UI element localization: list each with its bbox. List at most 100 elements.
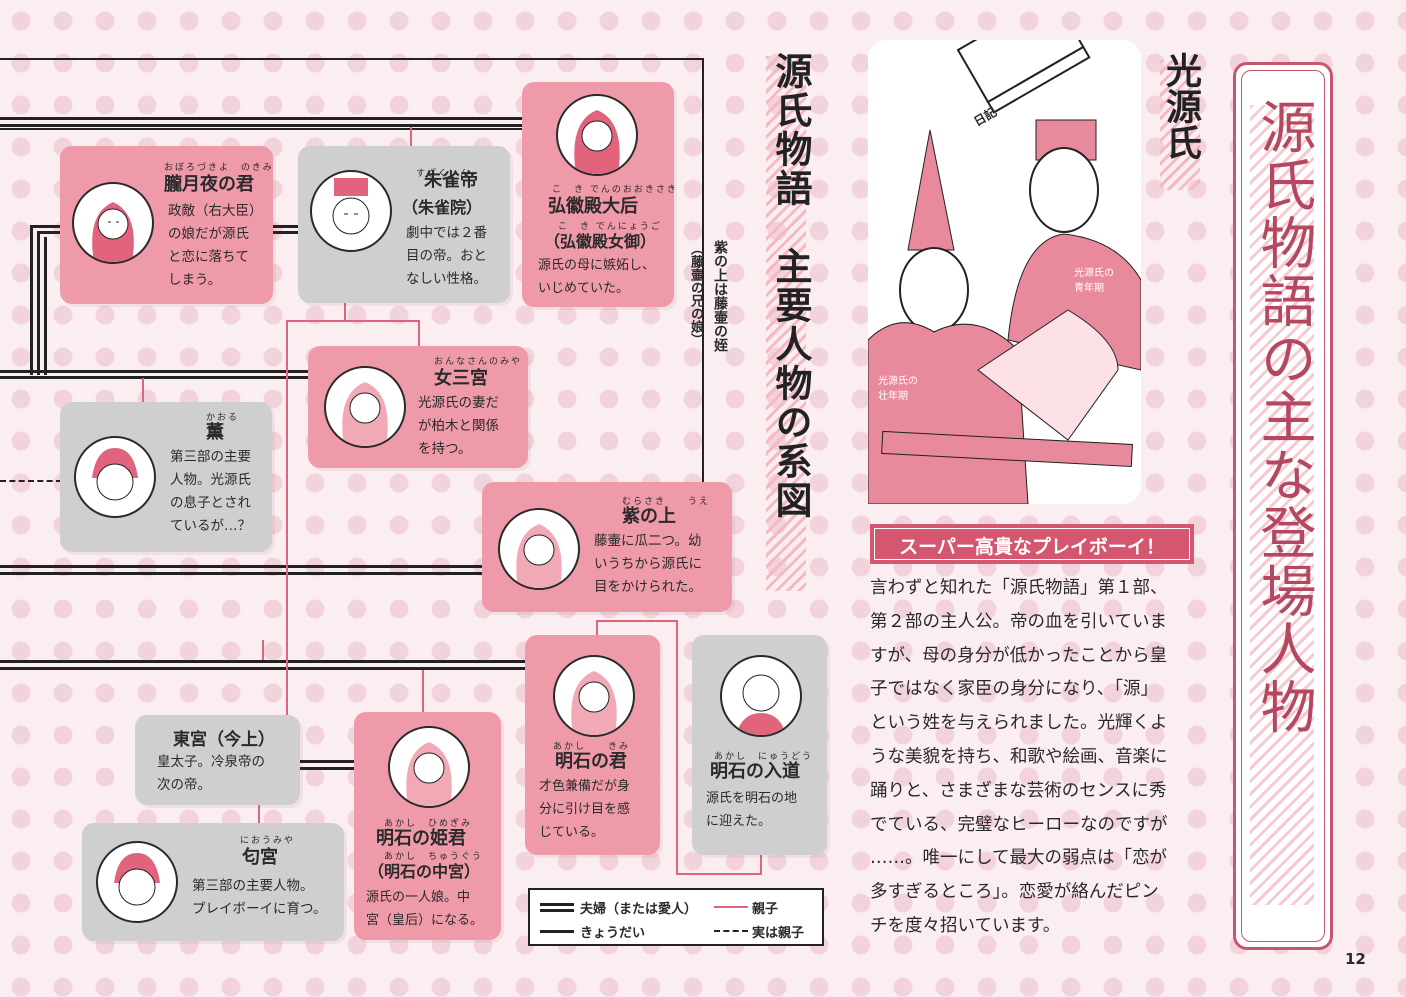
character-desc: 第三部の主要人物。光源氏 の息子とされているが…？: [170, 449, 251, 534]
card-suzaku: すざくいん 朱雀帝 （朱雀院） 劇中では２番目の帝。おと なしい性格。: [298, 146, 510, 303]
parent-line: [676, 620, 678, 875]
character-name: 女三宮: [434, 368, 488, 389]
character-name: 朱雀帝: [424, 170, 478, 191]
parent-line: [344, 300, 346, 320]
parent-line: [410, 127, 412, 149]
tree-line: [702, 58, 704, 508]
name-ruby: すざくいん: [416, 169, 472, 179]
tree-dashed-line: [0, 480, 62, 482]
tree-line: [0, 124, 522, 127]
card-akashi-nyudo: あかし にゅうどう 明石の入道 源氏を明石の地に迎えた。: [692, 635, 827, 855]
illustration-panel: 日記 光源氏の 青年期 光源氏の 壮年期: [867, 0, 1142, 505]
character-alt-name: （明石の中宮）: [368, 862, 481, 881]
portrait-icon: [324, 366, 406, 448]
tree-line: [0, 370, 310, 373]
character-desc: 源氏の一人娘。中宮（皇后）になる。: [366, 890, 484, 928]
page-number: 12: [1345, 950, 1366, 968]
character-name: 紫の上: [622, 506, 676, 527]
parent-line: [596, 620, 598, 635]
parent-line: [258, 805, 260, 823]
main-title: 源氏物語の主な登場人物: [1251, 98, 1316, 736]
legend-couple: 夫婦（または愛人）: [580, 902, 698, 917]
character-alt-name: （朱雀院）: [402, 198, 483, 217]
character-desc: 才色兼備だが身分に引け目を感 じている。: [539, 779, 631, 840]
character-desc: 皇太子。冷泉帝の次の帝。: [157, 754, 265, 793]
subheading: スーパー高貴なプレイボーイ！: [899, 536, 1165, 558]
side-note-sub: （藤壷の兄の娘）: [688, 242, 703, 346]
character-desc: 藤壷に瓜二つ。幼いうちから源氏に 目をかけられた。: [594, 533, 702, 595]
section-title: 光源氏: [1160, 52, 1202, 160]
card-onnasannomiya: おんなさんのみや 女三宮 光源氏の妻だが柏木と関係 を持つ。: [308, 346, 528, 468]
character-name: 薫: [206, 422, 224, 443]
parent-line: [422, 670, 424, 712]
card-oborozukiyo: おぼろづきよ のきみ 朧月夜の君 政敵（右大臣）の娘だが源氏 と恋に落ちてしまう…: [60, 146, 273, 304]
tree-line: [0, 117, 522, 120]
portrait-icon: [72, 182, 154, 264]
card-togu: 東宮（今上） 皇太子。冷泉帝の次の帝。: [135, 715, 300, 805]
name-ruby: こ き でんにょうご: [558, 222, 662, 232]
parent-line: [286, 320, 288, 715]
character-name: 朧月夜の君: [164, 174, 254, 195]
portrait-icon: [96, 841, 178, 923]
tree-line: [272, 225, 300, 228]
name-ruby: こ き でんのおおきさき: [552, 185, 678, 195]
tree-line: [0, 660, 525, 663]
character-desc: 第三部の主要人物。プレイボーイに育つ。: [192, 878, 327, 917]
card-kaoru: かおる 薫 第三部の主要人物。光源氏 の息子とされているが…？: [60, 402, 272, 552]
tree-line: [0, 376, 310, 379]
name-ruby: おぼろづきよ のきみ: [164, 163, 274, 173]
portrait-icon: [720, 655, 802, 737]
chart-title: 源氏物語 主要人物の系図: [769, 52, 813, 520]
character-desc: 源氏の母に嫉妬し、いじめていた。: [538, 258, 656, 296]
name-ruby: あかし ひめぎみ: [384, 819, 473, 829]
card-akashi-kimi: あかし きみ 明石の君 才色兼備だが身分に引け目を感 じている。: [525, 635, 660, 855]
name-ruby: おんなさんのみや: [434, 357, 523, 367]
tree-line: [300, 760, 355, 763]
body-text: 言わずと知れた「源氏物語」第１部、第２部の主人公。帝の血を引いていますが、母の身…: [870, 578, 1168, 936]
tree-line: [30, 225, 33, 375]
character-alt-name: （弘徽殿女御）: [544, 232, 657, 251]
character-name: 東宮（今上）: [173, 730, 275, 750]
parent-line: [286, 320, 419, 322]
character-name: 匂宮: [242, 847, 278, 868]
name-ruby: におうみや: [240, 836, 296, 846]
label-mature: 光源氏の 壮年期: [878, 376, 918, 402]
card-akashi-himegimi: あかし ひめぎみ 明石の姫君 あかし ちゅうぐう （明石の中宮） 源氏の一人娘。…: [354, 712, 501, 940]
legend-box: 夫婦（または愛人） 親子 きょうだい 実は親子: [528, 888, 824, 946]
tree-line: [37, 231, 40, 375]
parent-line: [760, 855, 762, 875]
portrait-icon: [74, 436, 156, 518]
tree-line: [0, 58, 704, 60]
tree-line: [30, 225, 60, 228]
card-murasaki: むらさき うえ 紫の上 藤壷に瓜二つ。幼いうちから源氏に 目をかけられた。: [482, 482, 732, 612]
portrait-icon: [388, 726, 470, 808]
parent-line: [596, 620, 676, 622]
legend-siblings: きょうだい: [580, 926, 646, 941]
portrait-icon: [310, 170, 392, 252]
subheading-banner: スーパー高貴なプレイボーイ！: [870, 524, 1194, 564]
side-note: 紫の上は藤壷の姪: [712, 240, 728, 352]
tree-line: [0, 565, 482, 568]
tree-line: [0, 667, 525, 670]
character-desc: 政敵（右大臣）の娘だが源氏 と恋に落ちてしまう。: [168, 203, 263, 288]
character-name: 明石の姫君: [376, 828, 466, 849]
character-name: 明石の入道: [710, 761, 800, 782]
portrait-icon: [553, 655, 635, 737]
character-name: 弘徽殿大后: [548, 196, 638, 217]
name-ruby: むらさき うえ: [622, 497, 711, 507]
name-ruby: あかし ちゅうぐう: [384, 852, 483, 862]
name-ruby: あかし にゅうどう: [714, 752, 814, 762]
tree-line: [300, 767, 355, 770]
name-ruby: あかし きみ: [553, 742, 631, 752]
character-desc: 源氏を明石の地に迎えた。: [706, 791, 798, 829]
name-ruby: かおる: [206, 413, 240, 423]
tree-line: [272, 231, 300, 234]
parent-line: [418, 320, 420, 348]
character-desc: 光源氏の妻だが柏木と関係 を持つ。: [418, 395, 499, 457]
portrait-icon: [556, 94, 638, 176]
legend-real-parent: 実は親子: [752, 926, 805, 941]
tree-line: [37, 231, 60, 234]
main-title-frame: [1233, 62, 1333, 950]
parent-line: [676, 873, 761, 875]
parent-line: [262, 640, 264, 660]
